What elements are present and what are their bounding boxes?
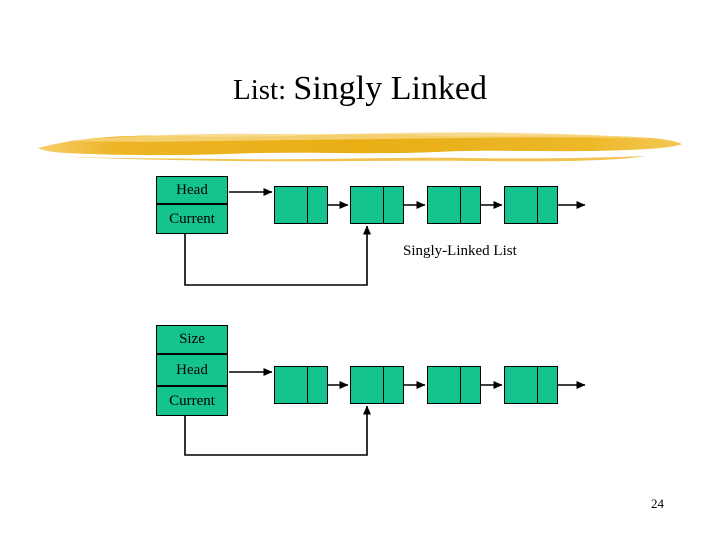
top-node-3-divider — [460, 187, 461, 223]
bottom-label-current-text: Current — [169, 392, 215, 409]
bottom-node-1-divider — [307, 367, 308, 403]
top-arrow-current-to-node3 — [184, 225, 371, 286]
page-title-main: Singly Linked — [293, 70, 488, 107]
top-node-1 — [274, 186, 328, 224]
bottom-node-3 — [427, 366, 481, 404]
bottom-node-1 — [274, 366, 328, 404]
bottom-node-2-divider — [383, 367, 384, 403]
bottom-label-size-text: Size — [179, 331, 205, 347]
bottom-label-size: Size — [156, 325, 228, 354]
bottom-node-3-divider — [460, 367, 461, 403]
page-title: List: Singly Linked — [0, 72, 720, 106]
top-label-current-text: Current — [169, 210, 215, 227]
top-node-3 — [427, 186, 481, 224]
top-label-head: Head — [156, 176, 228, 204]
bottom-node-4-divider — [537, 367, 538, 403]
top-label-head-text: Head — [176, 181, 208, 198]
top-node-2-divider — [383, 187, 384, 223]
bottom-label-head: Head — [156, 354, 228, 386]
page-number: 24 — [651, 496, 664, 511]
top-diagram-caption: Singly-Linked List — [403, 243, 517, 259]
brush-stroke-decoration — [38, 132, 682, 162]
bottom-label-current: Current — [156, 386, 228, 416]
top-label-current: Current — [156, 204, 228, 234]
top-node-4-divider — [537, 187, 538, 223]
page-title-prefix: List: — [232, 74, 294, 106]
top-node-2 — [350, 186, 404, 224]
top-node-1-divider — [307, 187, 308, 223]
top-node-4 — [504, 186, 558, 224]
bottom-label-head-text: Head — [176, 361, 208, 378]
bottom-node-2 — [350, 366, 404, 404]
bottom-node-4 — [504, 366, 558, 404]
